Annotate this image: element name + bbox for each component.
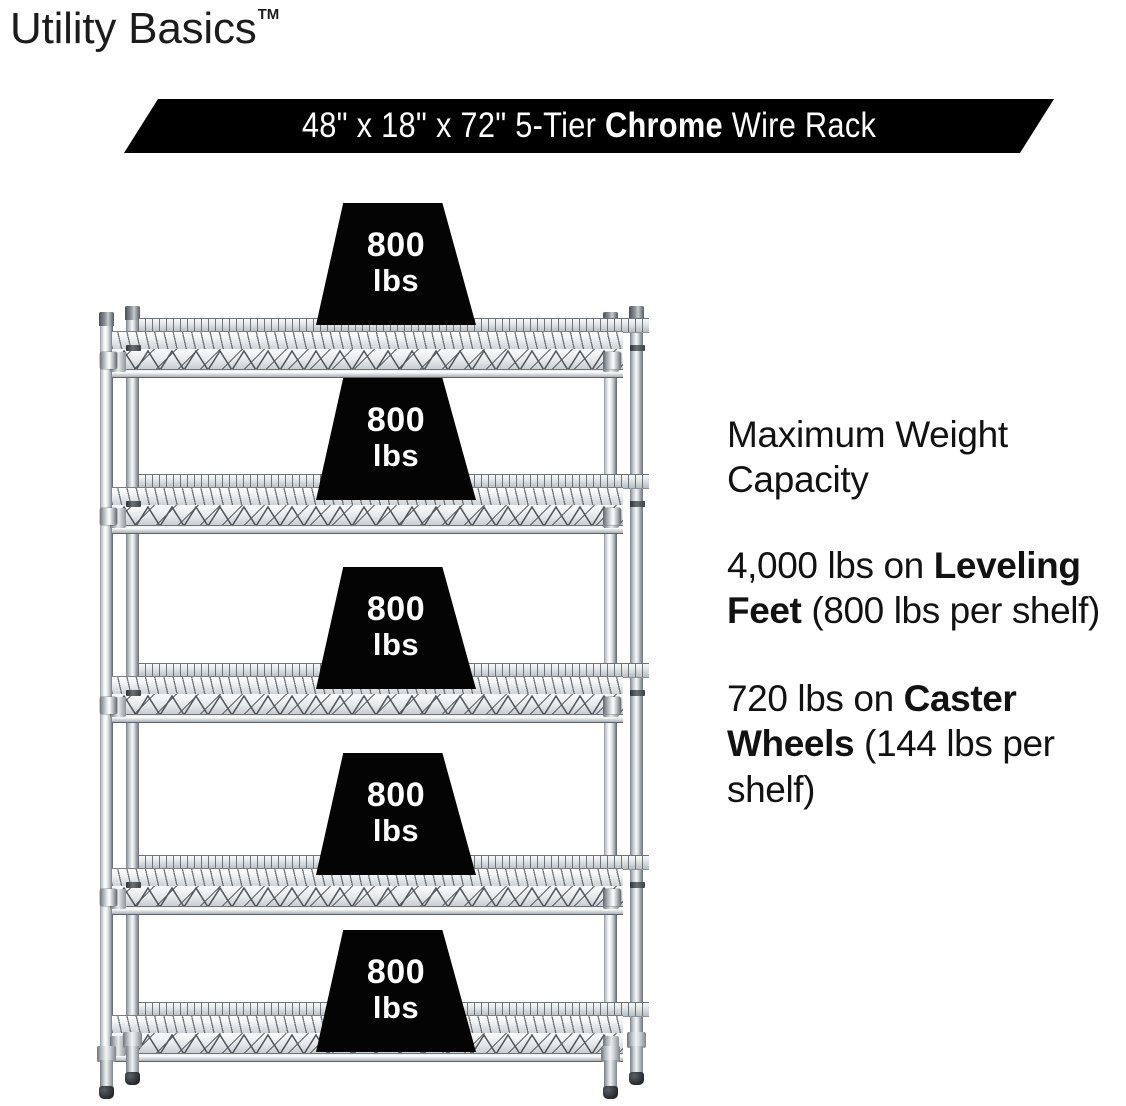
leveling-foot-pad-front-right <box>603 1086 618 1099</box>
capacity-heading: Maximum Weight Capacity <box>727 414 1008 500</box>
post-collar-front-right-2 <box>604 508 621 525</box>
post-collar-front-left-3 <box>100 697 117 714</box>
brand-name: Utility Basics <box>10 4 257 53</box>
banner-finish: Chrome <box>604 106 723 145</box>
leveling-foot-stem-rear-left <box>126 1046 139 1076</box>
shelf-deck-1 <box>112 331 623 351</box>
callout-label-3: 800 lbs <box>316 567 476 689</box>
post-sleeve-rear-right-4 <box>630 882 645 888</box>
post-cap-rear-left <box>125 306 140 320</box>
leveling-foot-pad-rear-right <box>629 1072 644 1085</box>
post-sleeve-rear-left-2 <box>126 501 141 507</box>
weight-callout-5: 800 lbs <box>316 930 476 1052</box>
shelf-truss-4 <box>112 886 623 908</box>
caster-detail: (144 lbs per shelf) <box>727 723 1055 810</box>
callout-value-1: 800 <box>366 225 426 264</box>
callout-unit-2: lbs <box>372 437 420 473</box>
post-collar-front-left-2 <box>100 508 117 525</box>
caster-total: 720 lbs on <box>727 677 904 719</box>
post-sleeve-rear-left-4 <box>126 882 141 888</box>
weight-callout-2: 800 lbs <box>316 378 476 500</box>
leveling-foot-pad-rear-left <box>125 1072 140 1085</box>
post-collar-front-left-4 <box>100 889 117 906</box>
callout-label-1: 800 lbs <box>316 203 476 325</box>
leveling-total: 4,000 lbs on <box>727 544 934 586</box>
shelf-truss-2 <box>112 505 623 527</box>
callout-unit-5: lbs <box>372 989 420 1025</box>
weight-callout-4: 800 lbs <box>316 753 476 875</box>
leveling-foot-pad-front-left <box>99 1086 114 1099</box>
post-cap-front-left <box>99 312 114 326</box>
post-cap-rear-right <box>629 306 644 320</box>
callout-unit-1: lbs <box>372 262 420 298</box>
callout-value-3: 800 <box>366 589 426 628</box>
leveling-emphasis: Leveling Feet <box>727 544 1081 632</box>
callout-label-2: 800 lbs <box>316 378 476 500</box>
post-collar-front-right-4 <box>604 889 621 906</box>
callout-value-4: 800 <box>366 775 426 814</box>
leveling-detail: (800 lbs per shelf) <box>801 590 1100 632</box>
leveling-foot-stem-front-right <box>604 1060 617 1090</box>
callout-unit-3: lbs <box>372 626 420 662</box>
banner-dimensions: 48" x 18" x 72" <box>301 106 507 145</box>
shelf-front-rail-4 <box>112 906 623 915</box>
callout-unit-4: lbs <box>372 812 420 848</box>
rack-post-front-left <box>100 318 113 1062</box>
leveling-foot-stem-front-left <box>100 1060 113 1090</box>
banner-product: Wire Rack <box>731 106 877 145</box>
callout-label-5: 800 lbs <box>316 930 476 1052</box>
wire-rack-illustration: 800 lbs 800 lbs 800 lbs 800 lbs <box>97 203 649 1099</box>
post-sleeve-rear-right-2 <box>630 501 645 507</box>
callout-label-4: 800 lbs <box>316 753 476 875</box>
post-sleeve-rear-left-3 <box>126 690 141 696</box>
leveling-foot-collar-rear-left <box>123 1032 142 1048</box>
post-collar-front-left-1 <box>100 352 117 369</box>
shelf-front-rail-5 <box>112 1053 623 1062</box>
product-title-banner: 48" x 18" x 72" 5-Tier Chrome Wire Rack <box>124 99 1054 153</box>
leveling-foot-collar-front-right <box>601 1046 620 1062</box>
callout-value-5: 800 <box>366 952 426 991</box>
weight-callout-1: 800 lbs <box>316 203 476 325</box>
trademark-symbol: TM <box>257 6 280 24</box>
banner-title: 48" x 18" x 72" 5-Tier Chrome Wire Rack <box>180 99 998 153</box>
brand-logo: Utility BasicsTM <box>10 4 280 54</box>
shelf-truss-3 <box>112 694 623 716</box>
leveling-feet-capacity: 4,000 lbs on Leveling Feet (800 lbs per … <box>727 543 1119 634</box>
shelf-front-rail-3 <box>112 714 623 723</box>
callout-value-2: 800 <box>366 400 426 439</box>
banner-background <box>124 99 1054 153</box>
post-sleeve-rear-left-1 <box>126 345 141 351</box>
shelf-truss-1 <box>112 349 623 371</box>
leveling-foot-collar-rear-right <box>627 1032 646 1048</box>
post-collar-front-right-3 <box>604 697 621 714</box>
post-sleeve-rear-right-1 <box>630 345 645 351</box>
weight-callout-3: 800 lbs <box>316 567 476 689</box>
shelf-front-rail-1 <box>112 369 623 378</box>
caster-wheels-capacity: 720 lbs on Caster Wheels (144 lbs per sh… <box>727 676 1119 813</box>
weight-capacity-info: Maximum Weight Capacity 4,000 lbs on Lev… <box>727 413 1119 854</box>
shelf-front-rail-2 <box>112 525 623 534</box>
caster-emphasis: Caster Wheels <box>727 677 1017 765</box>
post-sleeve-rear-right-3 <box>630 690 645 696</box>
post-collar-front-right-1 <box>604 352 621 369</box>
banner-tier: 5-Tier <box>515 106 597 145</box>
leveling-foot-collar-front-left <box>97 1046 116 1062</box>
shelf-tier-1 <box>110 318 649 378</box>
leveling-foot-stem-rear-right <box>630 1046 643 1076</box>
